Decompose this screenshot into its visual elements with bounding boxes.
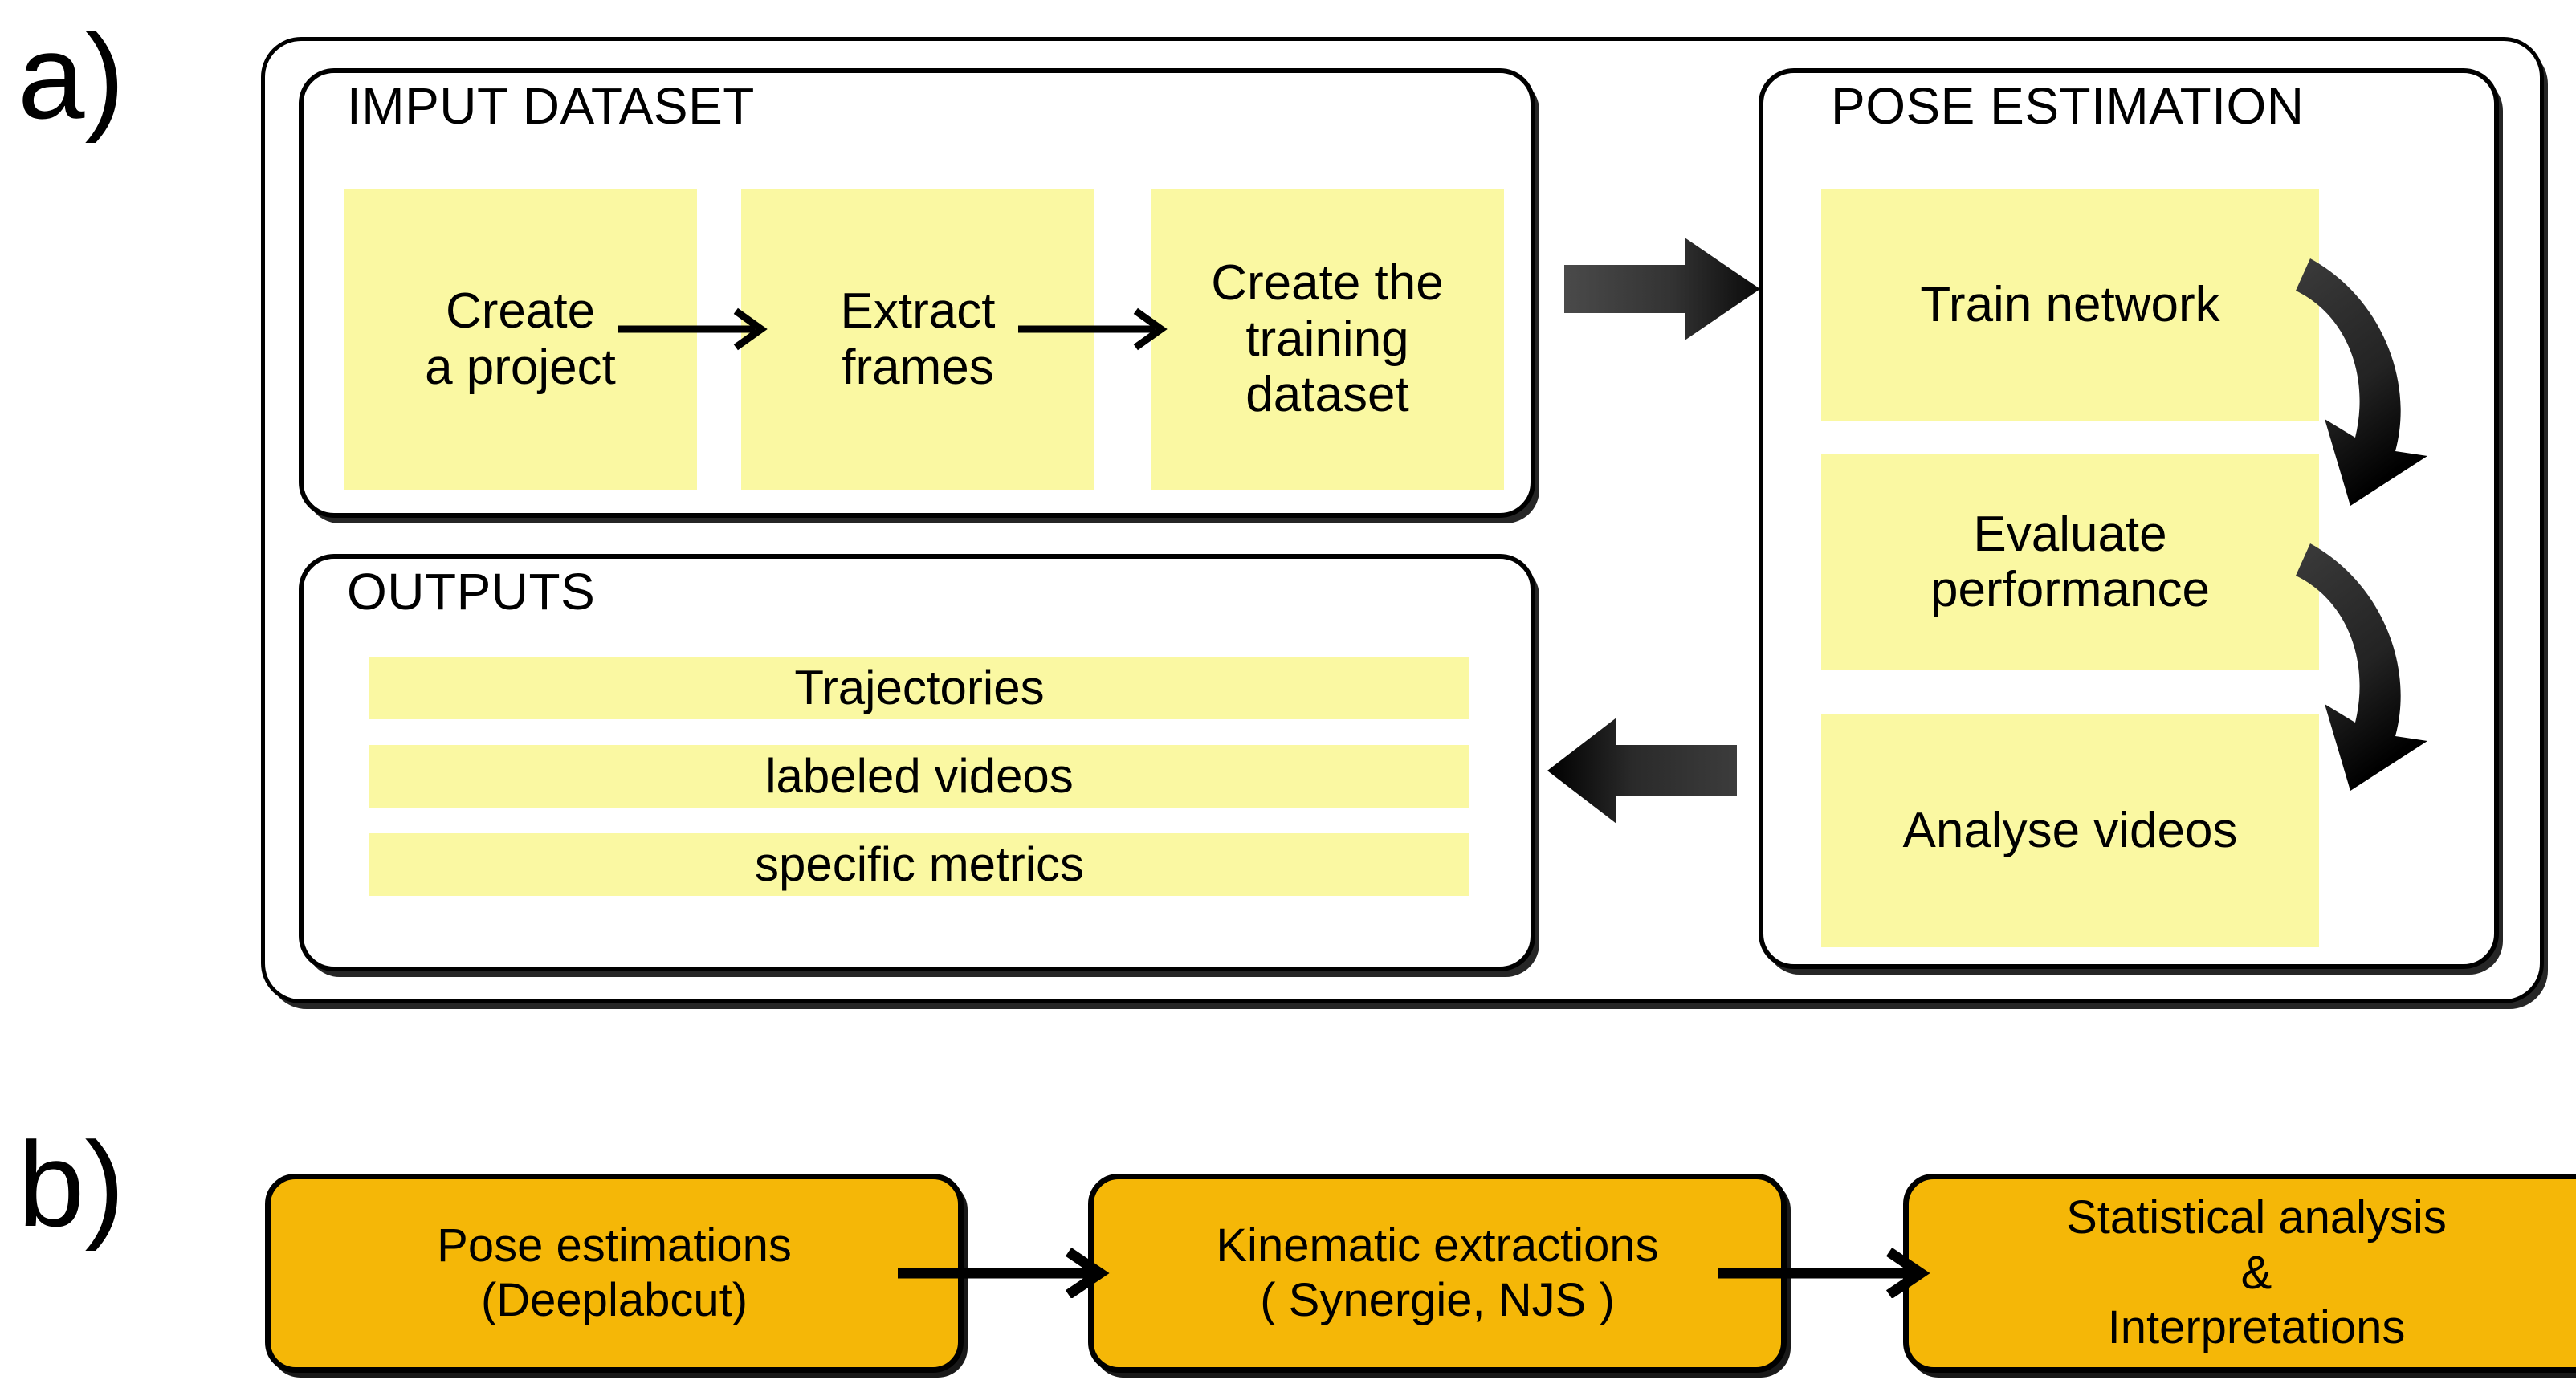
flow-step-pose-estimations[interactable]: Pose estimations (Deeplabcut): [265, 1174, 964, 1373]
panel-letter-a: a): [18, 9, 125, 144]
panel-letter-b: b): [18, 1117, 125, 1252]
step-evaluate-performance[interactable]: Evaluate performance: [1821, 454, 2319, 670]
step-create-a-project[interactable]: Create a project: [344, 189, 697, 490]
output-trajectories[interactable]: Trajectories: [369, 657, 1469, 719]
pose-estimation-title: POSE ESTIMATION: [1831, 77, 2305, 135]
outputs-title: OUTPUTS: [347, 563, 596, 621]
step-analyse-videos[interactable]: Analyse videos: [1821, 714, 2319, 947]
output-labeled-videos[interactable]: labeled videos: [369, 745, 1469, 808]
flow-step-kinematic-extractions[interactable]: Kinematic extractions ( Synergie, NJS ): [1088, 1174, 1787, 1373]
flow-step-statistical-analysis[interactable]: Statistical analysis & Interpretations: [1903, 1174, 2576, 1373]
output-specific-metrics[interactable]: specific metrics: [369, 833, 1469, 896]
block-arrow-input-to-pose: [1564, 238, 1760, 340]
curved-arrow-evaluate-to-analyse: [2296, 543, 2427, 791]
curved-arrow-train-to-evaluate: [2296, 258, 2427, 506]
step-extract-frames[interactable]: Extract frames: [741, 189, 1094, 490]
block-arrow-pose-to-outputs: [1547, 718, 1737, 824]
step-create-training-dataset[interactable]: Create the training dataset: [1151, 189, 1504, 490]
step-train-network[interactable]: Train network: [1821, 189, 2319, 421]
input-dataset-title: IMPUT DATASET: [347, 77, 755, 135]
